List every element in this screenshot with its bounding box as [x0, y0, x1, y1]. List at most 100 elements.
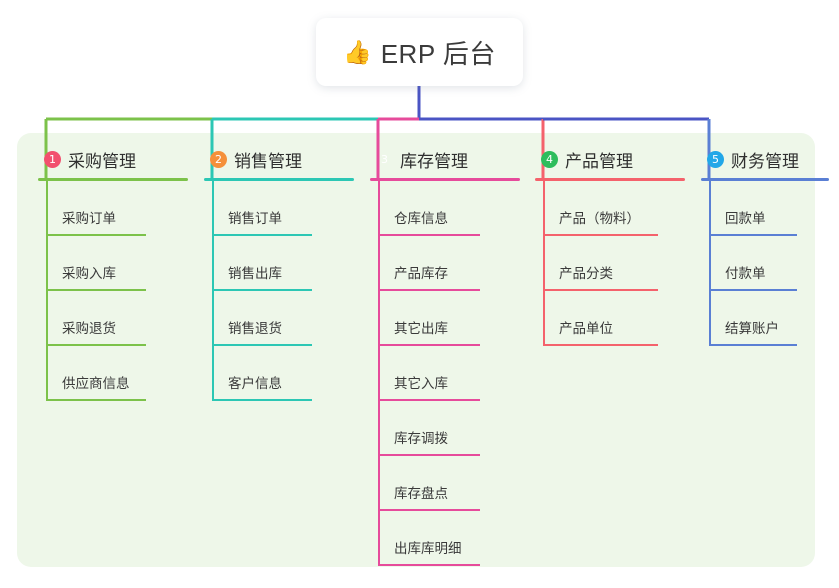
branch-item-label: 仓库信息: [394, 211, 448, 226]
branch-item-underline: [46, 399, 146, 401]
branch-title: 采购管理: [68, 151, 136, 171]
branch-item-underline: [212, 344, 312, 346]
branch-item-underline: [46, 344, 146, 346]
branch-item-label: 库存调拨: [394, 431, 448, 446]
branch-item-label: 销售退货: [228, 321, 282, 336]
branch-item-label: 采购入库: [62, 266, 116, 281]
branch-item-list: 仓库信息产品库存其它出库其它入库库存调拨库存盘点出库库明细: [370, 181, 520, 566]
branch-underline: [38, 178, 188, 181]
branch-header-3[interactable]: 3 库存管理: [370, 147, 520, 171]
branch-item-label: 供应商信息: [62, 376, 130, 391]
branch-item[interactable]: 产品分类: [535, 236, 685, 291]
branch-item-label: 库存盘点: [394, 486, 448, 501]
branch-item-label: 采购退货: [62, 321, 116, 336]
branch-item[interactable]: 回款单: [701, 181, 829, 236]
thumbs-up-icon: 👍: [343, 38, 372, 65]
branch-item[interactable]: 采购入库: [38, 236, 188, 291]
page-title: ERP 后台: [380, 38, 496, 69]
branch-item-underline: [378, 289, 480, 291]
branch-item[interactable]: 客户信息: [204, 346, 354, 401]
branch-item[interactable]: 采购订单: [38, 181, 188, 236]
branch-underline: [204, 178, 354, 181]
branch-item-list: 回款单付款单结算账户: [701, 181, 829, 346]
branch-item[interactable]: 其它入库: [370, 346, 520, 401]
branch-number-badge: 3: [381, 152, 388, 166]
branch-title: 产品管理: [565, 151, 633, 171]
branch-item[interactable]: 仓库信息: [370, 181, 520, 236]
branch-item[interactable]: 供应商信息: [38, 346, 188, 401]
branch-underline: [370, 178, 520, 181]
branch-item-underline: [212, 289, 312, 291]
branch-column-4: 4 产品管理产品（物料） 产品分类产品单位: [535, 147, 685, 346]
branch-item-label: 销售出库: [228, 266, 282, 281]
branch-spine: [378, 181, 380, 566]
branch-item-underline: [709, 289, 797, 291]
branch-item-underline: [46, 289, 146, 291]
branch-item[interactable]: 产品（物料）: [535, 181, 685, 236]
branch-header-2[interactable]: 2 销售管理: [204, 147, 354, 171]
branch-item[interactable]: 付款单: [701, 236, 829, 291]
branch-item-underline: [46, 234, 146, 236]
branch-item-label: 出库库明细: [394, 541, 462, 556]
branch-title: 财务管理: [731, 151, 799, 171]
branch-item-underline: [378, 564, 480, 566]
branch-item-underline: [212, 234, 312, 236]
branch-item[interactable]: 产品库存: [370, 236, 520, 291]
branch-item-underline: [543, 344, 658, 346]
branch-item-label: 客户信息: [228, 376, 282, 391]
branch-item-underline: [543, 234, 658, 236]
branch-item-list: 产品（物料） 产品分类产品单位: [535, 181, 685, 346]
branch-item-label: 其它入库: [394, 376, 448, 391]
branch-item-label: 产品库存: [394, 266, 448, 281]
branch-header-5[interactable]: 5 财务管理: [701, 147, 829, 171]
branch-column-1: 1 采购管理采购订单采购入库采购退货供应商信息: [38, 147, 188, 401]
branch-item[interactable]: 销售退货: [204, 291, 354, 346]
branch-title: 库存管理: [400, 151, 468, 171]
branch-item-label: 采购订单: [62, 211, 116, 226]
branch-number-badge: 5: [707, 150, 724, 168]
branch-item-label: 产品（物料）: [559, 211, 640, 226]
branch-item[interactable]: 采购退货: [38, 291, 188, 346]
branch-item-list: 销售订单销售出库销售退货客户信息: [204, 181, 354, 401]
branch-item-label: 回款单: [725, 211, 766, 226]
branch-header-1[interactable]: 1 采购管理: [38, 147, 188, 171]
branch-item[interactable]: 销售出库: [204, 236, 354, 291]
branch-column-2: 2 销售管理销售订单销售出库销售退货客户信息: [204, 147, 354, 401]
branch-number-badge: 1: [44, 150, 61, 168]
branch-item[interactable]: 其它出库: [370, 291, 520, 346]
branch-spine: [543, 181, 545, 346]
branch-item-underline: [378, 454, 480, 456]
branch-number-badge: 2: [210, 150, 227, 168]
diagram-background-panel: [17, 133, 815, 567]
branch-item-label: 产品分类: [559, 266, 613, 281]
branch-spine: [709, 181, 711, 346]
branch-column-5: 5 财务管理回款单付款单结算账户: [701, 147, 829, 346]
branch-header-4[interactable]: 4 产品管理: [535, 147, 685, 171]
branch-item-label: 其它出库: [394, 321, 448, 336]
branch-item-list: 采购订单采购入库采购退货供应商信息: [38, 181, 188, 401]
branch-item-underline: [378, 344, 480, 346]
root-node-card[interactable]: 👍 ERP 后台: [316, 18, 523, 86]
branch-item[interactable]: 库存调拨: [370, 401, 520, 456]
branch-item-underline: [709, 234, 797, 236]
branch-item-underline: [212, 399, 312, 401]
branch-item-label: 付款单: [725, 266, 766, 281]
branch-item-underline: [378, 234, 480, 236]
branch-item[interactable]: 产品单位: [535, 291, 685, 346]
branch-column-3: 3 库存管理仓库信息产品库存其它出库其它入库库存调拨库存盘点出库库明细: [370, 147, 520, 566]
branch-title: 销售管理: [234, 151, 302, 171]
branch-item-underline: [709, 344, 797, 346]
branch-number-badge: 4: [541, 150, 558, 168]
branch-item[interactable]: 销售订单: [204, 181, 354, 236]
branch-item-label: 销售订单: [228, 211, 282, 226]
branch-item-underline: [543, 289, 658, 291]
branch-spine: [212, 181, 214, 401]
branch-item-underline: [378, 509, 480, 511]
branch-item-label: 产品单位: [559, 321, 613, 336]
branch-item[interactable]: 结算账户: [701, 291, 829, 346]
branch-item-underline: [378, 399, 480, 401]
branch-item[interactable]: 库存盘点: [370, 456, 520, 511]
branch-item[interactable]: 出库库明细: [370, 511, 520, 566]
branch-underline: [701, 178, 829, 181]
